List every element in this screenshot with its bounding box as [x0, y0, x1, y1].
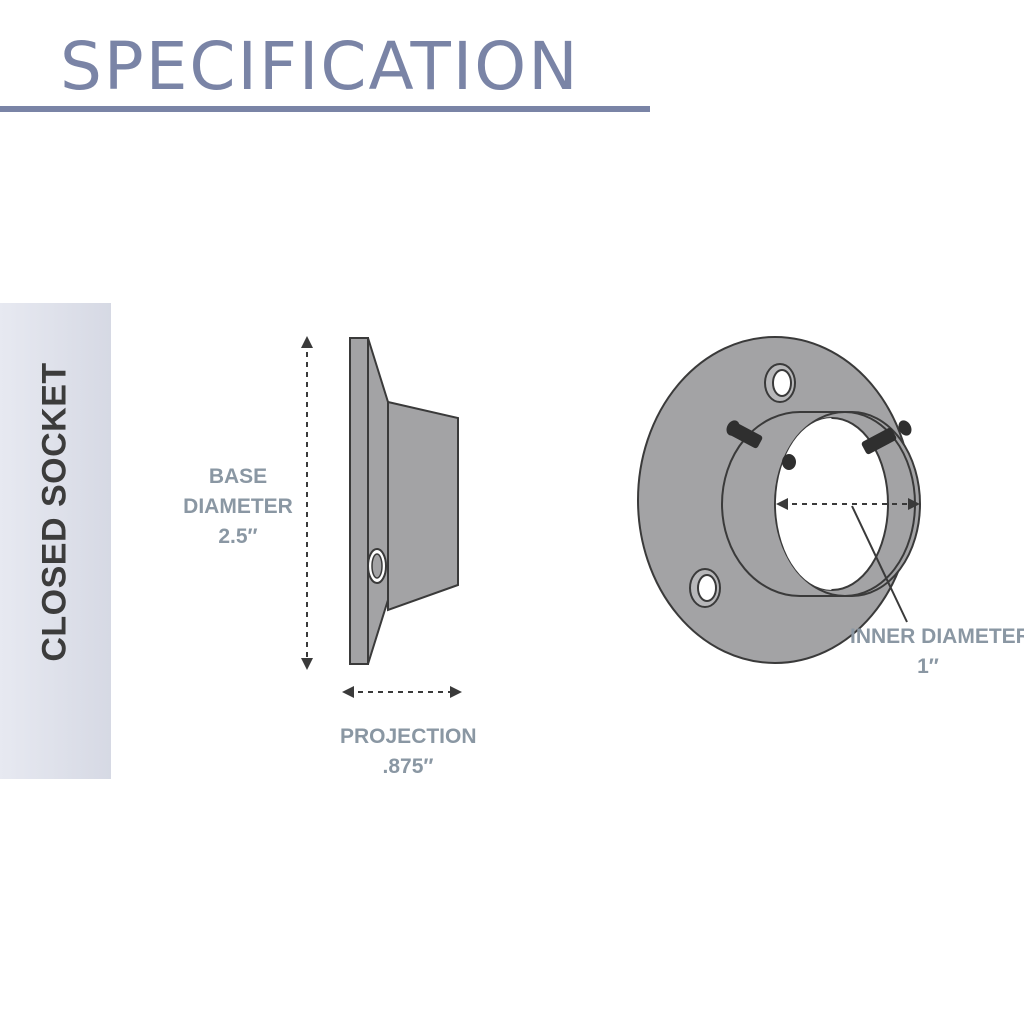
base-diameter-line2: DIAMETER [183, 495, 293, 518]
socket-cup [387, 400, 459, 612]
base-diameter-line1: BASE [208, 465, 268, 488]
socket-side-view [349, 337, 459, 665]
base-diameter-label: BASE DIAMETER 2.5″ [182, 462, 294, 552]
socket-flange [367, 337, 389, 665]
inner-diameter-label: INNER DIAMETER 1″ [850, 622, 1024, 682]
title-underline [0, 106, 650, 112]
screw-tip [782, 454, 796, 470]
screw-right [861, 420, 912, 455]
projection-value: .875″ [382, 755, 434, 778]
socket-base-plate [349, 337, 369, 665]
inner-diameter-leader [851, 505, 908, 623]
sidebar-panel [0, 303, 111, 779]
base-diameter-value: 2.5″ [218, 525, 258, 548]
mounting-hole-bottom [689, 568, 721, 608]
inner-diameter-text: INNER DIAMETER [850, 625, 1024, 648]
page-title: SPECIFICATION [60, 28, 580, 105]
socket-front-view [637, 336, 921, 664]
projection-label: PROJECTION .875″ [340, 722, 477, 782]
projection-text: PROJECTION [340, 725, 477, 748]
screw-left [726, 420, 763, 449]
inner-diameter-value: 1″ [917, 655, 939, 678]
mounting-hole-top [764, 363, 796, 403]
